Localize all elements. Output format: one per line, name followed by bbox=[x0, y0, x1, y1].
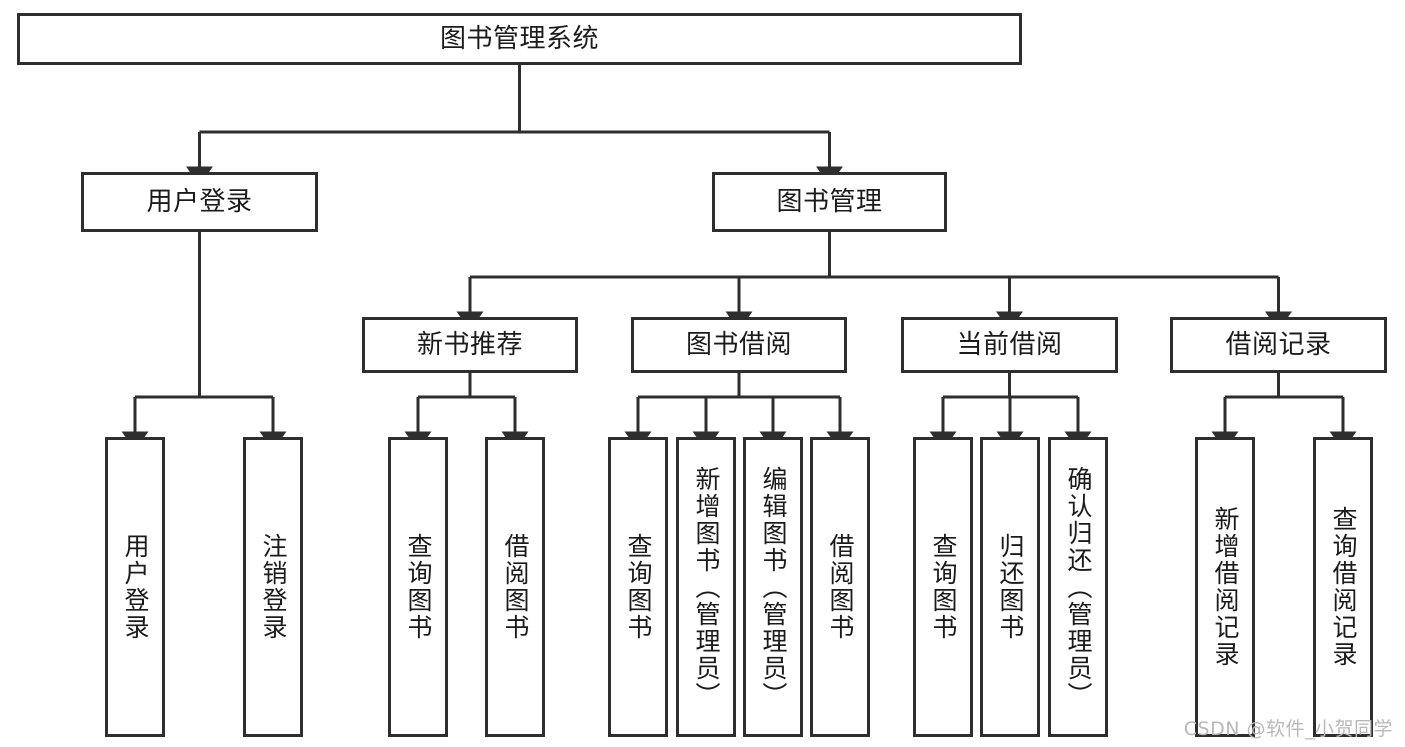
node-book-manage[interactable]: 图书管理 bbox=[712, 172, 947, 232]
node-label: 新增图书（管理员） bbox=[692, 465, 721, 709]
node-leaf-bb-edit[interactable]: 编辑图书（管理员） bbox=[743, 437, 803, 737]
node-label: 查询借阅记录 bbox=[1329, 506, 1358, 668]
node-leaf-rec-query[interactable]: 查询图书 bbox=[388, 437, 448, 737]
node-leaf-user-login[interactable]: 用户登录 bbox=[105, 437, 165, 737]
node-label: 新增借阅记录 bbox=[1211, 506, 1240, 668]
node-leaf-bb-add[interactable]: 新增图书（管理员） bbox=[676, 437, 736, 737]
node-leaf-br-query[interactable]: 查询借阅记录 bbox=[1313, 437, 1373, 737]
node-borrow-record[interactable]: 借阅记录 bbox=[1170, 317, 1387, 373]
node-label: 新书推荐 bbox=[416, 329, 523, 360]
node-book-borrow[interactable]: 图书借阅 bbox=[631, 317, 847, 373]
node-label: 注销登录 bbox=[259, 533, 288, 641]
node-label: 归还图书 bbox=[996, 533, 1025, 641]
node-leaf-br-add[interactable]: 新增借阅记录 bbox=[1195, 437, 1255, 737]
node-label: 查询图书 bbox=[929, 533, 958, 641]
node-user-login[interactable]: 用户登录 bbox=[81, 172, 318, 232]
node-leaf-bb-borrow[interactable]: 借阅图书 bbox=[810, 437, 870, 737]
node-label: 确认归还（管理员） bbox=[1064, 465, 1093, 709]
node-leaf-rec-borrow[interactable]: 借阅图书 bbox=[485, 437, 545, 737]
node-leaf-user-logout[interactable]: 注销登录 bbox=[243, 437, 303, 737]
node-label: 图书管理系统 bbox=[439, 23, 599, 54]
node-current-borrow[interactable]: 当前借阅 bbox=[901, 317, 1118, 373]
watermark-text: CSDN @软件_小贺同学 bbox=[1183, 718, 1393, 740]
node-label: 编辑图书（管理员） bbox=[759, 465, 788, 709]
node-root[interactable]: 图书管理系统 bbox=[17, 13, 1022, 65]
node-leaf-cb-return[interactable]: 归还图书 bbox=[980, 437, 1040, 737]
node-label: 借阅图书 bbox=[501, 533, 530, 641]
edges-group bbox=[121, 65, 1357, 451]
node-leaf-cb-query[interactable]: 查询图书 bbox=[913, 437, 973, 737]
node-label: 查询图书 bbox=[624, 533, 653, 641]
node-new-book-rec[interactable]: 新书推荐 bbox=[362, 317, 578, 373]
node-label: 用户登录 bbox=[121, 533, 150, 641]
node-label: 用户登录 bbox=[146, 186, 253, 217]
node-label: 借阅记录 bbox=[1225, 329, 1332, 360]
node-leaf-bb-query[interactable]: 查询图书 bbox=[608, 437, 668, 737]
node-label: 借阅图书 bbox=[826, 533, 855, 641]
node-leaf-cb-confirm[interactable]: 确认归还（管理员） bbox=[1048, 437, 1108, 737]
node-label: 当前借阅 bbox=[956, 329, 1063, 360]
node-label: 图书借阅 bbox=[685, 329, 792, 360]
node-label: 图书管理 bbox=[776, 186, 883, 217]
node-label: 查询图书 bbox=[404, 533, 433, 641]
